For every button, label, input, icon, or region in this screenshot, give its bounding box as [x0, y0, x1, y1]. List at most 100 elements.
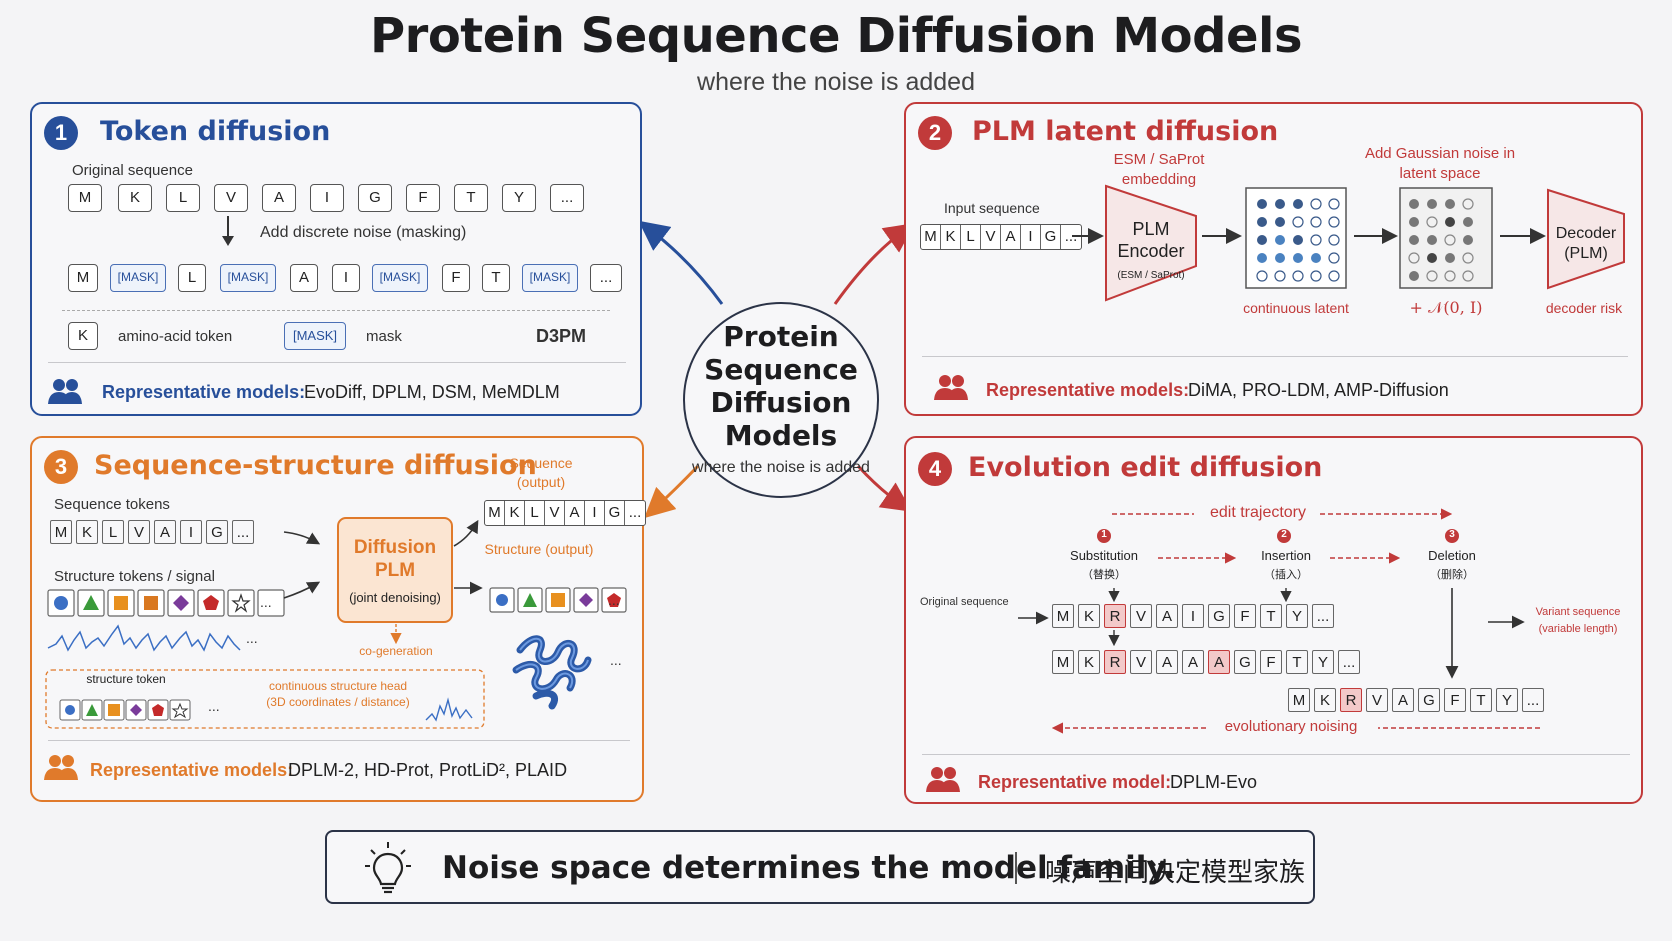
token: Y: [1286, 604, 1308, 628]
rep-label: Representative model:: [978, 772, 1172, 792]
token: A: [290, 264, 318, 292]
input-sequence-label: Input sequence: [944, 200, 1040, 216]
decoder-title: Decoder (PLM): [1555, 225, 1617, 262]
token: V: [981, 225, 1001, 249]
diffusion-plm-subtitle: (joint denoising): [349, 590, 441, 605]
token: I: [332, 264, 360, 292]
down-arrow-icon: [222, 216, 234, 246]
sequence-structure-diffusion-panel: 3 Sequence-structure diffusion Sequence …: [30, 436, 646, 802]
divider: [922, 754, 1630, 755]
token: A: [1001, 225, 1021, 249]
inserted-token: A: [1208, 650, 1230, 674]
rep-models: DPLM-Evo: [1170, 772, 1258, 792]
deletion-cn: （删除）: [1430, 569, 1474, 581]
token: I: [310, 184, 344, 212]
panel-title: PLM latent diffusion: [972, 116, 1279, 147]
token: G: [206, 520, 228, 544]
evolution-flow-graphic: [1018, 508, 1540, 734]
token: M: [921, 225, 941, 249]
token: A: [565, 501, 585, 525]
deletion-row: M K R V A G F T Y ...: [1286, 688, 1546, 712]
panel-title: Sequence-structure diffusion: [94, 450, 537, 481]
embedding-label: ESM / SaProt embedding: [1113, 151, 1205, 188]
ellipsis: ...: [246, 630, 258, 646]
edited-token: R: [1340, 688, 1362, 712]
decoder-risk-label: decoder risk: [1545, 300, 1623, 316]
page-title: Protein Sequence Diffusion Models: [369, 8, 1303, 64]
bottom-banner: Noise space determines the model family.…: [325, 830, 1315, 904]
panel-number-badge: 4: [918, 452, 952, 486]
mask-token: [MASK]: [220, 264, 276, 292]
legend-token: K: [68, 322, 98, 350]
token: V: [1130, 604, 1152, 628]
token: I: [180, 520, 202, 544]
center-title: Protein Sequence Diffusion Models: [704, 320, 858, 452]
original-sequence-label: Original sequence: [920, 596, 1009, 608]
panel-number-badge: 3: [44, 450, 78, 484]
people-icon: [44, 755, 78, 780]
legend-mask-label: mask: [366, 328, 402, 345]
deletion-label: Deletion: [1428, 548, 1476, 563]
co-generation-label: co-generation: [359, 644, 433, 658]
encoder-title: PLM Encoder: [1117, 219, 1185, 261]
evolution-edit-diffusion-panel: 4 Evolution edit diffusion edit trajecto…: [904, 436, 1643, 804]
signal-wave: [47, 624, 241, 652]
token: G: [358, 184, 392, 212]
legend-signal-wave: [425, 697, 473, 722]
step-number: 3: [1449, 529, 1455, 540]
divider: [48, 740, 630, 741]
mask-token: [MASK]: [522, 264, 578, 292]
gaussian-noise-label: Add Gaussian noise in latent space: [1364, 145, 1516, 182]
evolutionary-noising-label: evolutionary noising: [1224, 718, 1358, 735]
legend-structure-token-label: structure token: [86, 672, 166, 686]
token: ...: [1312, 604, 1334, 628]
center-subtitle: where the noise is added: [692, 459, 870, 476]
plm-flow-graphic: [1072, 184, 1625, 302]
insertion-cn: （插入）: [1264, 569, 1308, 581]
token: M: [68, 264, 98, 292]
edited-token: R: [1104, 604, 1126, 628]
token: K: [1078, 604, 1100, 628]
token: L: [178, 264, 206, 292]
method-label: D3PM: [536, 326, 587, 346]
rep-label: Representative models:: [102, 382, 306, 402]
panel-number-badge: 2: [918, 116, 952, 150]
step-number: 1: [1101, 529, 1107, 540]
token: ...: [1064, 228, 1078, 245]
token-diffusion-panel: 1 Token diffusion Original sequence M K …: [30, 102, 642, 416]
token: L: [166, 184, 200, 212]
token: A: [154, 520, 176, 544]
token: M: [485, 501, 505, 525]
divider: [62, 310, 610, 311]
arrow-to-evolution: [856, 464, 912, 512]
ellipsis: ...: [260, 594, 272, 610]
token: A: [1182, 650, 1204, 674]
sequence-output-label: Sequence (output): [509, 455, 573, 490]
token: A: [1156, 650, 1178, 674]
mask-token: [MASK]: [110, 264, 166, 292]
token: M: [1052, 604, 1074, 628]
token: F: [1444, 688, 1466, 712]
token: M: [50, 520, 72, 544]
ellipsis: ...: [608, 592, 620, 608]
people-icon: [926, 767, 960, 792]
token: L: [961, 225, 981, 249]
token: G: [1041, 225, 1061, 249]
token: K: [941, 225, 961, 249]
token: T: [1470, 688, 1492, 712]
token: ...: [628, 504, 642, 521]
token: I: [1021, 225, 1041, 249]
token: V: [1130, 650, 1152, 674]
token: K: [76, 520, 98, 544]
token: G: [605, 501, 625, 525]
key-takeaway-cn: 噪声空间决定模型家族: [1045, 857, 1306, 887]
legend-token-label: amino-acid token: [118, 328, 233, 345]
step-number: 2: [1281, 529, 1287, 540]
rep-label: Representative models:: [90, 760, 294, 780]
arrow-to-seq-struct: [644, 464, 700, 519]
latent-dots: [1256, 198, 1340, 282]
plm-latent-diffusion-panel: 2 PLM latent diffusion Input sequence M …: [904, 102, 1643, 416]
noise-label: Add discrete noise (masking): [260, 224, 467, 241]
token: F: [1260, 650, 1282, 674]
